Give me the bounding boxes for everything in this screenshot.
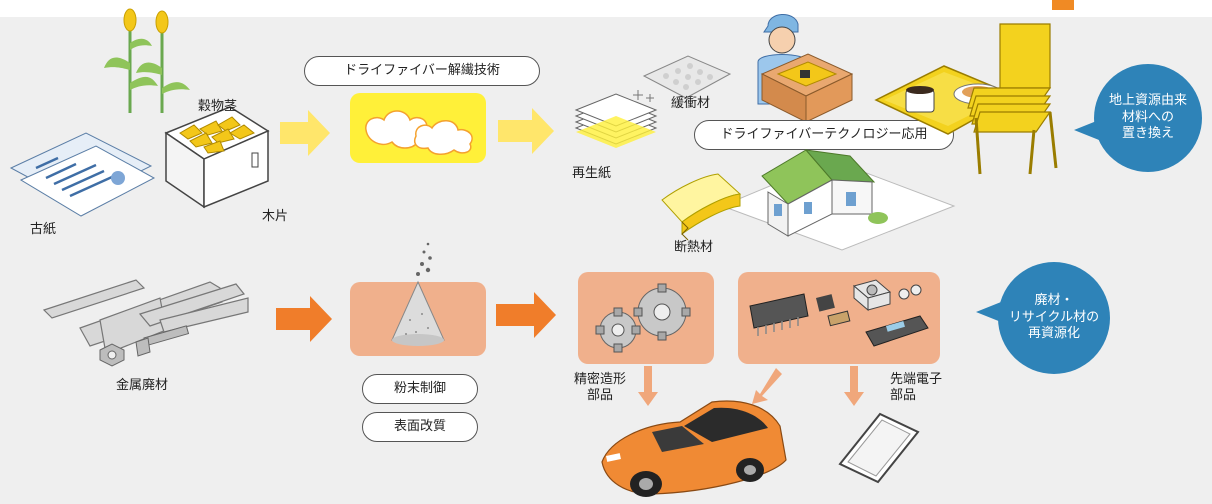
- electronic-parts-label: 先端電子 部品: [890, 372, 943, 403]
- gears-icon: [595, 283, 691, 353]
- reuse-resources-bubble: 廃材・ リサイクル材の 再資源化: [998, 262, 1110, 374]
- waste-paper-label: 古紙: [30, 222, 57, 237]
- application-pill-text: ドライファイバーテクノロジー応用: [720, 127, 928, 142]
- house-illustration: [720, 149, 956, 251]
- grain-stalk-illustration: [104, 8, 190, 113]
- yellow-arrow-1: [280, 110, 330, 156]
- corner-mark: [1052, 0, 1074, 10]
- cushioning-label: 緩衝材: [671, 96, 711, 111]
- electronic-components-icon: [749, 279, 929, 347]
- orange-arrow-2: [496, 292, 556, 338]
- grain-stalk-label: 穀物茎: [198, 99, 238, 114]
- yellow-arrow-2: [498, 108, 554, 154]
- top-band: [0, 0, 1212, 17]
- resource-replacement-bubble: 地上資源由来 材料への 置き換え: [1094, 64, 1202, 172]
- insulation-illustration: [661, 173, 742, 241]
- wood-chips-label: 木片: [262, 209, 289, 224]
- orange-arrow-1: [276, 296, 332, 342]
- tablet-illustration: [838, 412, 920, 484]
- tray-illustration: [874, 65, 1018, 135]
- reuse-resources-text: 廃材・ リサイクル材の 再資源化: [1008, 292, 1100, 342]
- cushioning-illustration: [642, 55, 732, 99]
- powder-cone-icon: [391, 242, 445, 346]
- stacked-chairs-illustration: [967, 23, 1058, 175]
- recycled-paper-illustration: [574, 90, 658, 148]
- insulation-label: 断熱材: [674, 240, 714, 255]
- precision-parts-label: 精密造形 部品: [573, 372, 626, 403]
- application-pill-dry-fiber-tech: ドライファイバーテクノロジー応用: [694, 120, 954, 150]
- car-illustration: [601, 400, 787, 497]
- process-pill-surface-modification: 表面改質: [362, 412, 478, 442]
- process-pill-powder-control: 粉末制御: [362, 374, 478, 404]
- process-pill-surface-modification-text: 表面改質: [393, 419, 446, 434]
- recycled-paper-label: 再生紙: [572, 166, 612, 181]
- process-pill-powder-control-text: 粉末制御: [393, 381, 446, 396]
- metal-scrap-label: 金属廃材: [116, 378, 169, 393]
- process-pill-dry-fiber: ドライファイバー解繊技術: [304, 56, 540, 86]
- product-arrows: [638, 366, 864, 406]
- fiber-cloud-icon: [365, 110, 473, 155]
- resource-replacement-text: 地上資源由来 材料への 置き換え: [1108, 92, 1187, 142]
- waste-paper-illustration: [9, 132, 156, 217]
- process-pill-dry-fiber-text: ドライファイバー解繊技術: [344, 63, 500, 78]
- metal-scrap-illustration: [42, 279, 249, 367]
- worker-with-box-illustration: [757, 14, 854, 123]
- wood-chip-box-illustration: [164, 106, 270, 209]
